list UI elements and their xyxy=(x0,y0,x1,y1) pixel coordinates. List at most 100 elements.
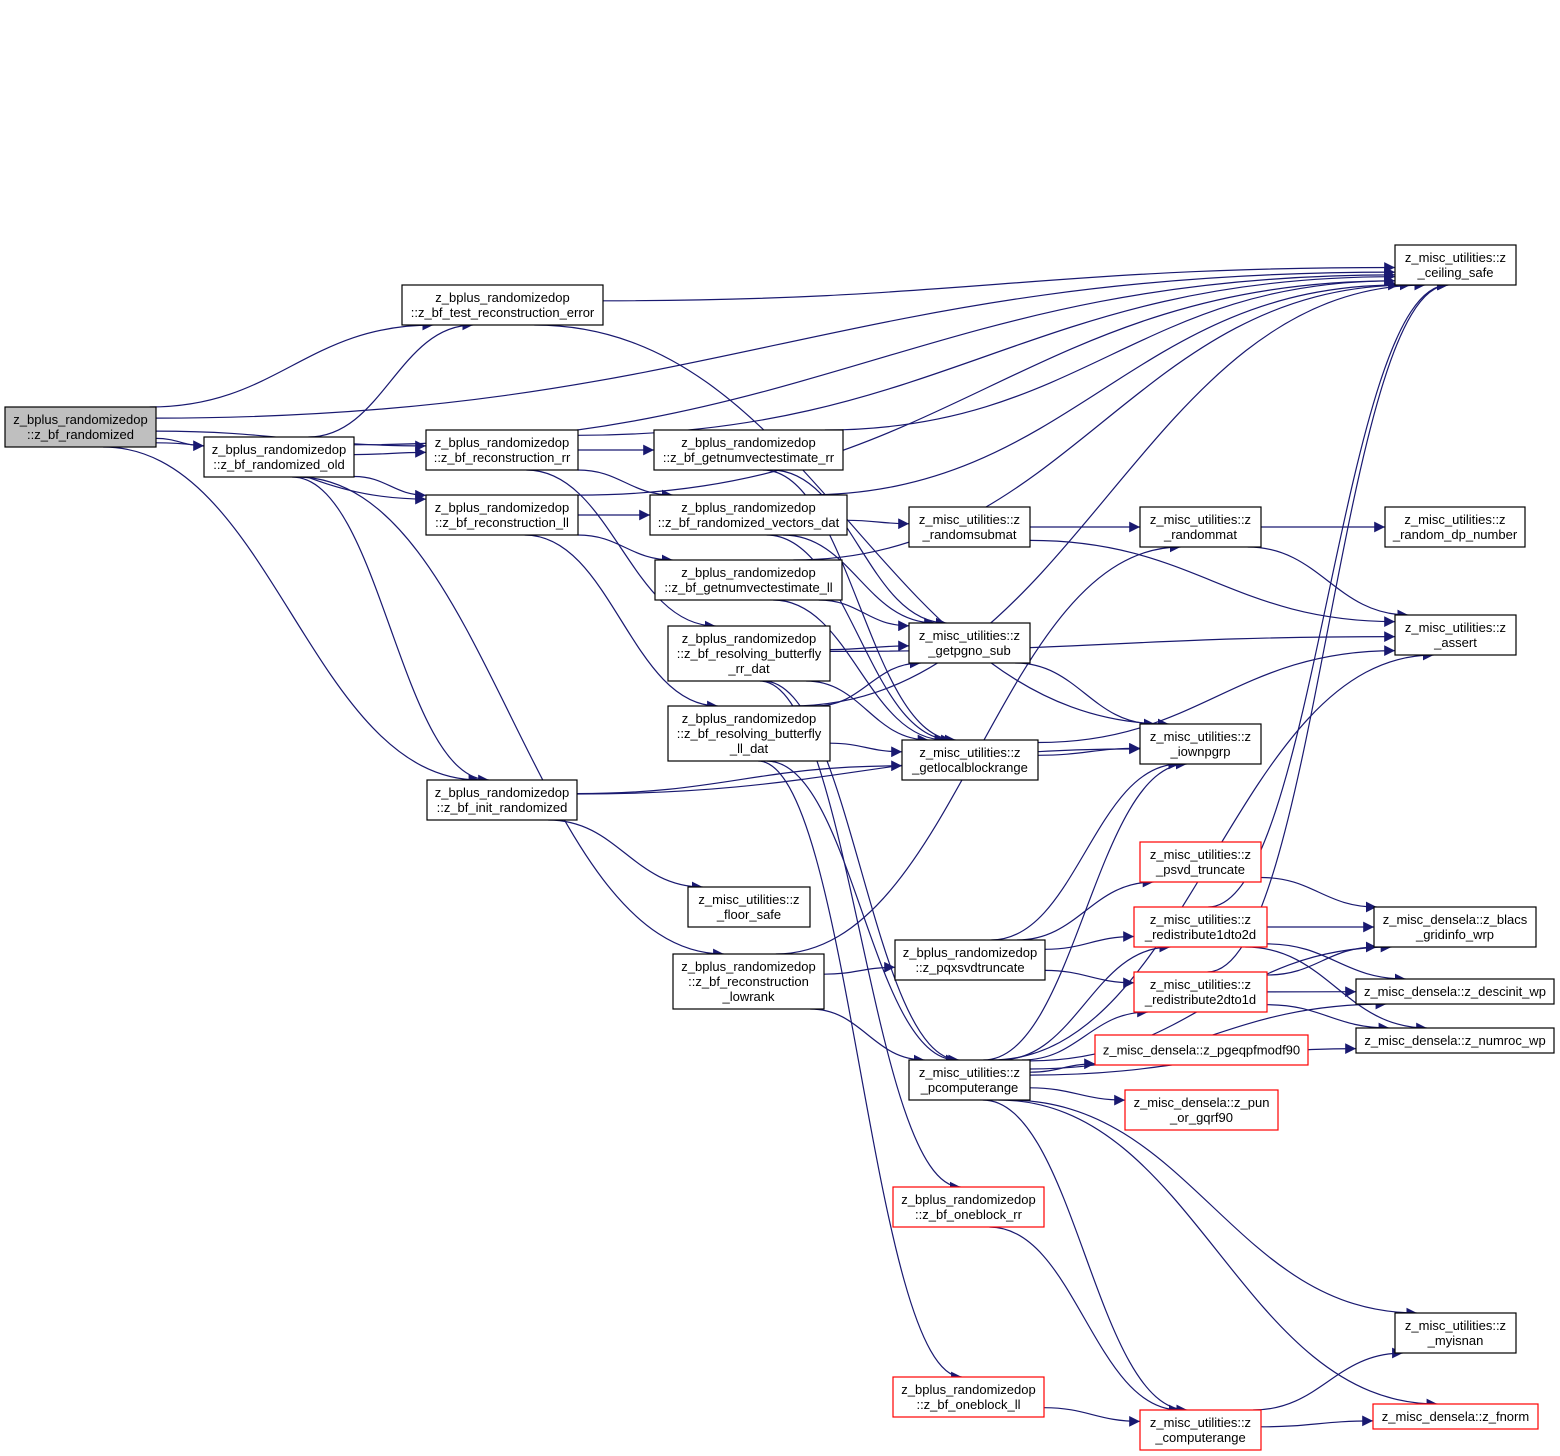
node-floor-safe[interactable]: z_misc_utilities::z_floor_safe xyxy=(687,886,811,928)
edge-numvec_ll-to-getpgno xyxy=(818,599,910,632)
node-pcompute[interactable]: z_misc_utilities::z_pcomputerange xyxy=(908,1059,1031,1101)
node-label-line: ::z_bf_randomized_vectors_dat xyxy=(658,515,840,530)
edge-init_rand-to-floor_safe xyxy=(548,819,703,893)
edge-pqxsvd-to-iownpgrp xyxy=(991,758,1180,941)
node-recon-ll[interactable]: z_bplus_randomizedop::z_bf_reconstructio… xyxy=(425,494,579,536)
node-label-line: z_bplus_randomizedop xyxy=(681,435,815,450)
edge-pcompute-to-redist2to1 xyxy=(1021,1006,1149,1061)
node-init-rand[interactable]: z_bplus_randomizedop::z_bf_init_randomiz… xyxy=(426,779,578,821)
node-redist1to2[interactable]: z_misc_utilities::z_redistribute1dto2d xyxy=(1133,906,1268,948)
node-pgeqp[interactable]: z_misc_densela::z_pgeqpfmodf90 xyxy=(1094,1034,1309,1066)
edge-redist2to1-to-blacs xyxy=(1266,941,1377,976)
node-label-line: z_misc_utilities::z xyxy=(1150,729,1251,744)
node-label-line: z_misc_densela::z_blacs xyxy=(1383,912,1528,927)
node-root[interactable]: z_bplus_randomizedop::z_bf_randomized xyxy=(4,406,157,448)
node-box xyxy=(1139,1409,1262,1451)
node-box xyxy=(894,939,1046,981)
node-box xyxy=(901,739,1039,781)
node-oneblock-rr[interactable]: z_bplus_randomizedop::z_bf_oneblock_rr xyxy=(892,1186,1045,1228)
edge-rand_old-to-init_rand xyxy=(291,476,490,786)
node-box xyxy=(1355,1027,1555,1054)
node-psvd[interactable]: z_misc_utilities::z_psvd_truncate xyxy=(1139,841,1262,883)
edge-pqxsvd-to-redist1to2 xyxy=(1044,931,1135,950)
edge-numvec_rr-to-getpgno xyxy=(771,469,947,629)
node-box xyxy=(1133,906,1268,948)
edge-redist1to2-to-numroc xyxy=(1245,946,1428,1034)
edge-init_rand-to-getlocal xyxy=(576,760,903,795)
node-fnorm[interactable]: z_misc_densela::z_fnorm xyxy=(1372,1403,1539,1430)
node-computerange[interactable]: z_misc_utilities::z_computerange xyxy=(1139,1409,1262,1451)
node-pqxsvd[interactable]: z_bplus_randomizedop::z_pqxsvdtruncate xyxy=(894,939,1046,981)
node-oneblock-ll[interactable]: z_bplus_randomizedop::z_bf_oneblock_ll xyxy=(892,1376,1045,1418)
node-box xyxy=(667,705,831,762)
node-randomsubmat[interactable]: z_misc_utilities::z_randomsubmat xyxy=(908,506,1031,548)
edge-recon_rr-to-ceiling xyxy=(577,271,1396,436)
edge-pcompute-to-fnorm xyxy=(998,1099,1438,1410)
node-redist2to1[interactable]: z_misc_utilities::z_redistribute2dto1d xyxy=(1133,971,1268,1013)
node-label-line: z_misc_utilities::z xyxy=(1150,512,1251,527)
node-rand-old[interactable]: z_bplus_randomizedop::z_bf_randomized_ol… xyxy=(203,436,355,478)
node-label-line: z_misc_utilities::z xyxy=(1150,1415,1251,1430)
node-label-line: ::z_bf_oneblock_rr xyxy=(915,1207,1023,1222)
node-recon-rr[interactable]: z_bplus_randomizedop::z_bf_reconstructio… xyxy=(425,429,579,471)
node-getlocal[interactable]: z_misc_utilities::z_getlocalblockrange xyxy=(901,739,1039,781)
node-label-line: z_misc_utilities::z xyxy=(1150,977,1251,992)
node-label-line: z_bplus_randomizedop xyxy=(435,785,569,800)
node-label-line: _gridinfo_wrp xyxy=(1415,927,1494,942)
edge-rand_vec-to-randomsubmat xyxy=(846,518,910,530)
edge-root-to-ceiling xyxy=(155,266,1396,419)
node-resolv-rr[interactable]: z_bplus_randomizedop::z_bf_resolving_but… xyxy=(667,625,831,682)
node-label-line: z_bplus_randomizedop xyxy=(13,412,147,427)
node-label-line: z_bplus_randomizedop xyxy=(901,1382,1035,1397)
edge-rand_vec-to-getpgno xyxy=(782,534,936,629)
edge-redist2to1-to-numroc xyxy=(1266,1004,1390,1034)
node-descinit[interactable]: z_misc_densela::z_descinit_wp xyxy=(1355,978,1555,1005)
node-label-line: z_misc_utilities::z xyxy=(1404,512,1505,527)
node-label-line: z_misc_densela::z_descinit_wp xyxy=(1364,984,1546,999)
node-pun[interactable]: z_misc_densela::z_pun_or_gqrf90 xyxy=(1124,1089,1279,1131)
node-myisnan[interactable]: z_misc_utilities::z_myisnan xyxy=(1394,1312,1517,1354)
node-box xyxy=(1372,1403,1539,1430)
node-box xyxy=(1394,1312,1517,1354)
edge-resolv_ll-to-oneblock_ll xyxy=(758,760,962,1383)
edge-getlocal-to-assert xyxy=(1037,645,1396,744)
node-box xyxy=(4,406,157,448)
edge-recon_rr-to-rand_vec xyxy=(577,469,673,501)
node-randommat[interactable]: z_misc_utilities::z_randommat xyxy=(1139,506,1262,548)
node-recon-lowrank[interactable]: z_bplus_randomizedop::z_bf_reconstructio… xyxy=(672,953,825,1010)
node-label-line: z_misc_utilities::z xyxy=(1405,620,1506,635)
node-numvec-rr[interactable]: z_bplus_randomizedop::z_bf_getnumvectest… xyxy=(653,429,844,471)
node-label-line: _redistribute1dto2d xyxy=(1144,927,1256,942)
node-label-line: z_bplus_randomizedop xyxy=(435,290,569,305)
edge-recon_rr-to-resolv_rr xyxy=(526,469,716,632)
function-nodes: z_bplus_randomizedop::z_bf_randomizedz_b… xyxy=(4,244,1555,1451)
node-box xyxy=(892,1186,1045,1228)
edge-rand_old-to-test_err xyxy=(308,319,474,438)
node-test-err[interactable]: z_bplus_randomizedop::z_bf_test_reconstr… xyxy=(401,284,604,326)
node-rand-vec[interactable]: z_bplus_randomizedop::z_bf_randomized_ve… xyxy=(649,494,848,536)
node-random-dp[interactable]: z_misc_utilities::z_random_dp_number xyxy=(1384,506,1526,548)
node-box xyxy=(425,494,579,536)
edge-test_err-to-iownpgrp xyxy=(534,324,1169,730)
node-label-line: _lowrank xyxy=(721,989,775,1004)
node-box xyxy=(653,429,844,471)
node-label-line: _myisnan xyxy=(1427,1333,1484,1348)
node-label-line: _assert xyxy=(1433,635,1477,650)
node-assert[interactable]: z_misc_utilities::z_assert xyxy=(1394,614,1517,656)
node-label-line: ::z_bf_resolving_butterfly xyxy=(677,646,822,661)
node-numvec-ll[interactable]: z_bplus_randomizedop::z_bf_getnumvectest… xyxy=(654,559,843,601)
node-ceiling[interactable]: z_misc_utilities::z_ceiling_safe xyxy=(1394,244,1517,286)
node-getpgno[interactable]: z_misc_utilities::z_getpgno_sub xyxy=(908,622,1031,664)
node-numroc[interactable]: z_misc_densela::z_numroc_wp xyxy=(1355,1027,1555,1054)
node-label-line: _psvd_truncate xyxy=(1155,862,1245,877)
node-resolv-ll[interactable]: z_bplus_randomizedop::z_bf_resolving_but… xyxy=(667,705,831,762)
node-label-line: _iownpgrp xyxy=(1170,744,1231,759)
node-label-line: z_bplus_randomizedop xyxy=(901,1192,1035,1207)
node-blacs[interactable]: z_misc_densela::z_blacs_gridinfo_wrp xyxy=(1373,906,1537,948)
node-box xyxy=(1394,614,1517,656)
node-label-line: z_misc_utilities::z xyxy=(1150,847,1251,862)
node-iownpgrp[interactable]: z_misc_utilities::z_iownpgrp xyxy=(1139,723,1262,765)
node-label-line: z_bplus_randomizedop xyxy=(435,435,569,450)
edge-resolv_ll-to-getpgno xyxy=(815,657,921,707)
